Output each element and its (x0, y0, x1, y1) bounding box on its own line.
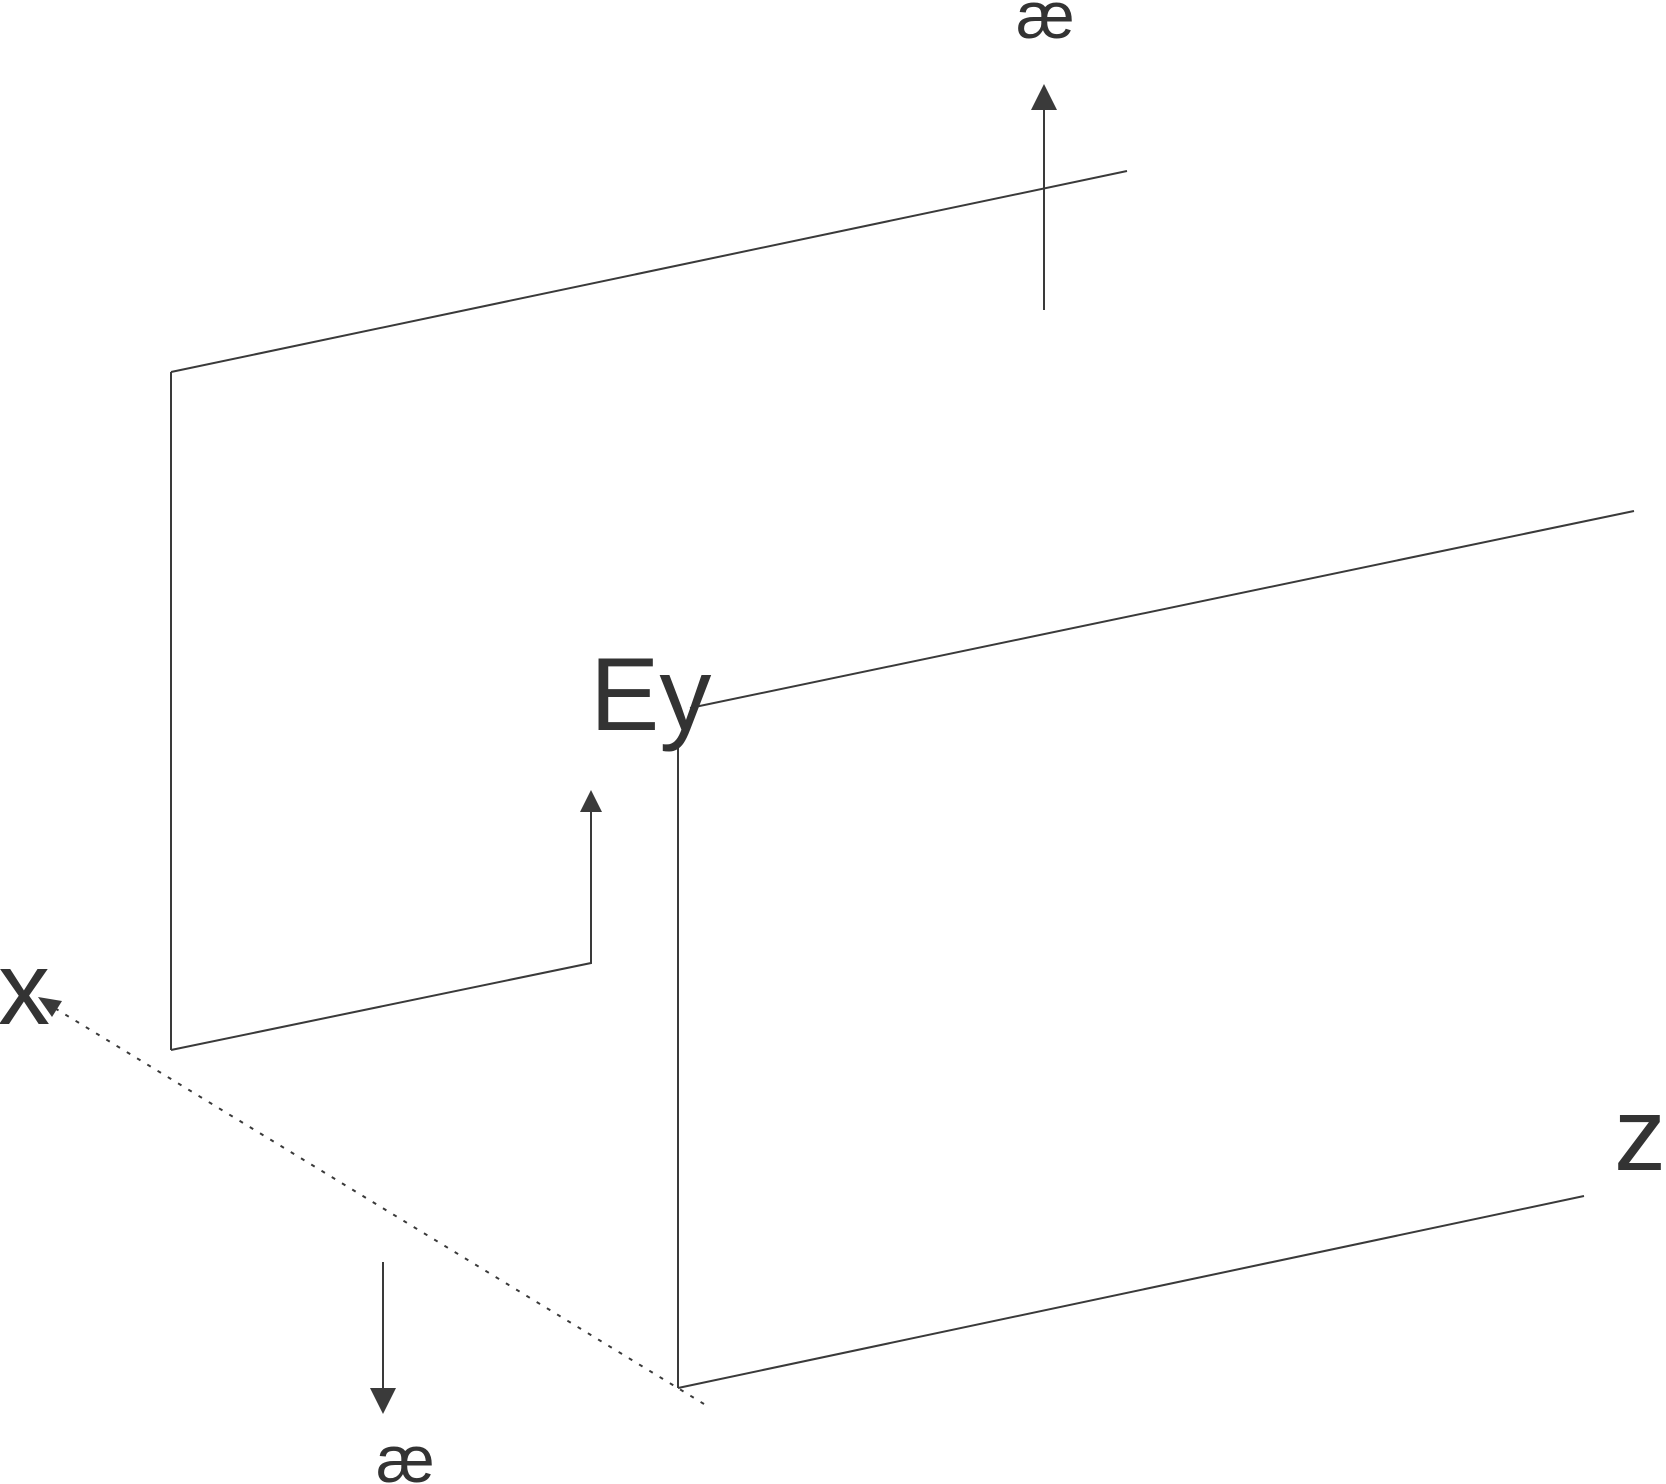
z-axis-label: z (1614, 1077, 1666, 1193)
symbol-bottom-label: æ (376, 1422, 435, 1484)
x-axis (38, 997, 705, 1405)
x-axis-dotted-line (47, 1003, 705, 1405)
front-plane-top-edge (689, 510, 1635, 709)
front-field-plane (677, 510, 1635, 1389)
upward-arrowhead (1031, 84, 1057, 110)
symbol-top-label: æ (1016, 0, 1075, 52)
upward-arrow (1031, 84, 1057, 310)
back-plane-arrowhead (580, 790, 602, 812)
front-plane-bottom-edge (677, 1195, 1585, 1389)
x-axis-label: x (0, 931, 50, 1047)
back-field-plane (170, 170, 1128, 1051)
back-plane-bottom-edge (170, 808, 592, 1051)
ey-label: Ey (590, 637, 711, 753)
back-plane-top-edge (170, 170, 1128, 373)
downward-arrowhead (370, 1388, 396, 1414)
x-axis-arrowhead (38, 997, 62, 1017)
downward-arrow (370, 1262, 396, 1414)
